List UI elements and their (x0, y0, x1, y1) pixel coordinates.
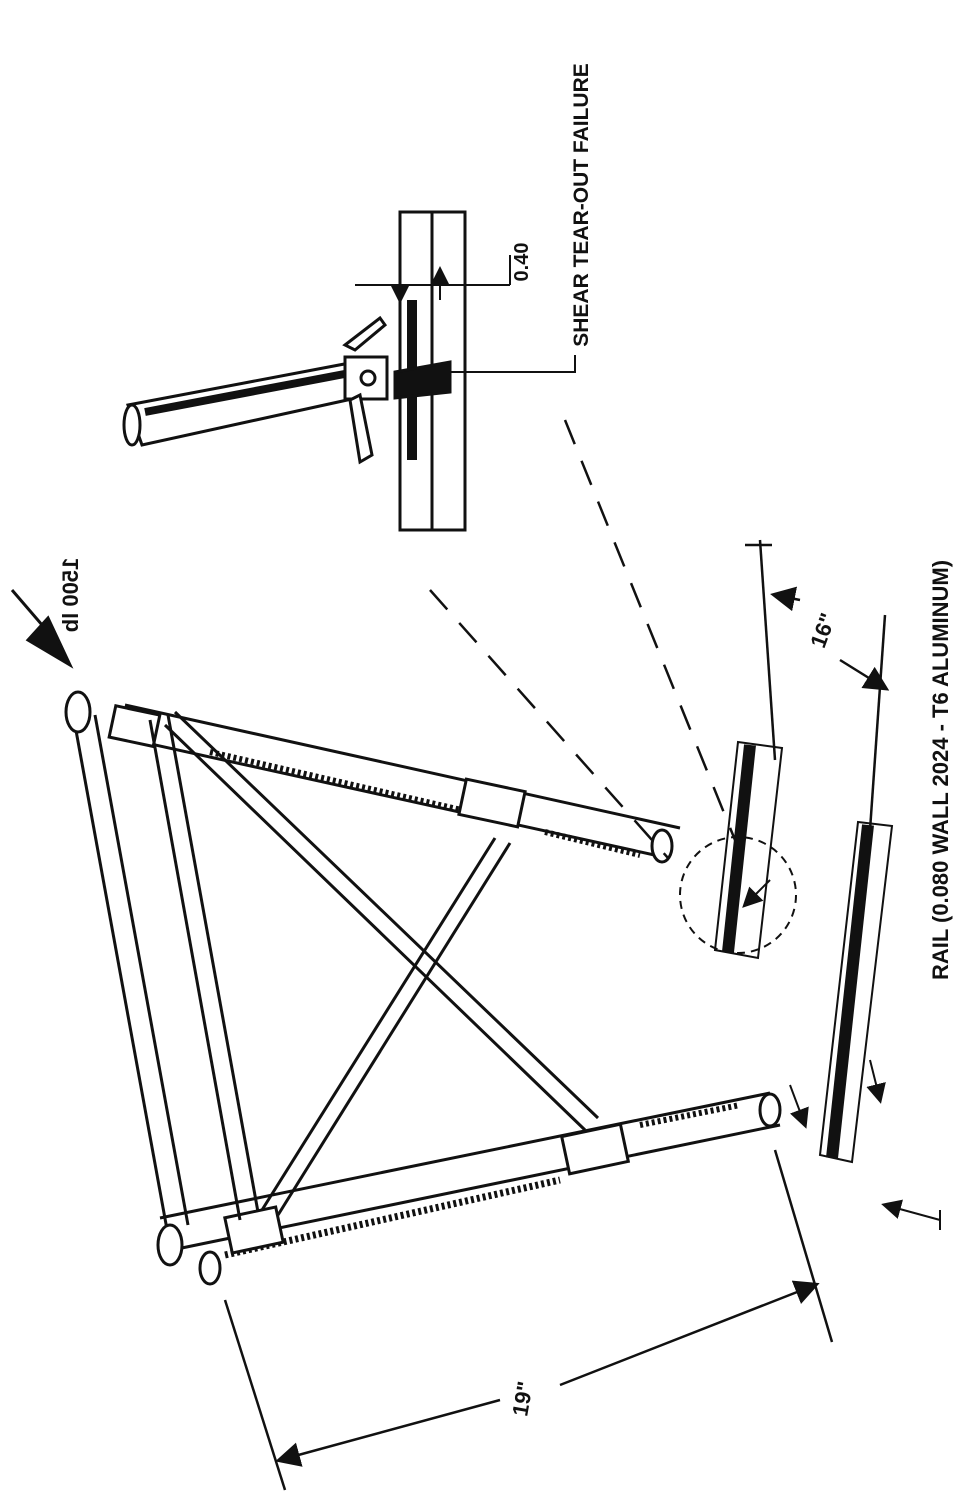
upper-spring (209, 749, 471, 815)
rail-note-leader (881, 1199, 941, 1230)
dim-19-label: 19" (507, 1379, 538, 1418)
detail-leaders (429, 419, 737, 859)
lower-spring-2 (639, 1102, 741, 1128)
dim-16 (745, 539, 890, 831)
rails (679, 740, 894, 1164)
failure-note-label: SHEAR TEAR-OUT FAILURE (570, 63, 593, 347)
detail-view (122, 210, 467, 532)
dim-19 (223, 1149, 834, 1491)
upper-tube (107, 703, 681, 864)
detail-circle (679, 836, 797, 954)
dim-16-label: 16" (805, 610, 840, 651)
rail-note-label: RAIL (0.080 WALL 2024 - T6 ALUMINUM) (928, 560, 953, 980)
lower-rail (818, 820, 894, 1164)
dim-040 (355, 255, 511, 304)
load-label: 1500 lb (58, 558, 83, 633)
dim-040-label: 0.40 (511, 243, 533, 282)
upper-rail (713, 740, 784, 960)
upper-spring-2 (544, 829, 641, 858)
lower-tube (159, 1091, 782, 1259)
diagonal-braces (163, 710, 600, 1216)
failure-leader (445, 355, 576, 373)
load-arrow (10, 589, 74, 669)
frame-assembly (64, 690, 782, 1286)
end-crossbars (64, 690, 260, 1286)
